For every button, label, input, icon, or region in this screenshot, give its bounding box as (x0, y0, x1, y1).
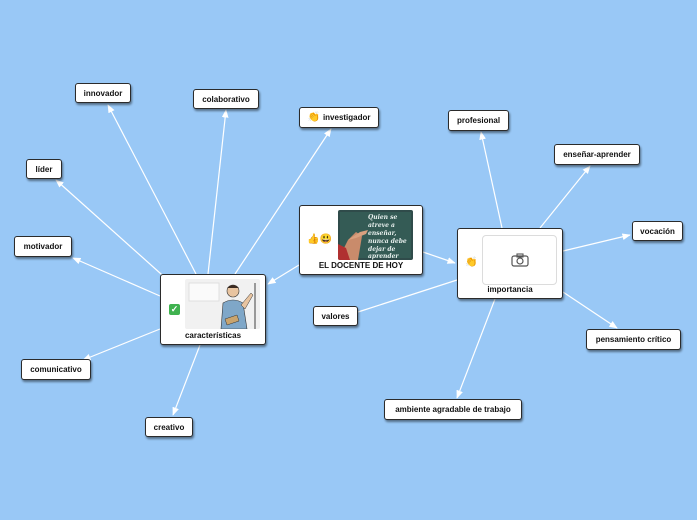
hand-icon: 👏 (307, 112, 320, 123)
importancia-node[interactable]: 👏 importancia (457, 228, 563, 299)
node-profesional[interactable]: profesional (448, 110, 509, 131)
link-comunicativo (82, 328, 161, 361)
node-pensamiento-critico[interactable]: pensamiento crítico (586, 329, 681, 350)
caracteristicas-label: características (184, 331, 242, 340)
svg-text:Quien se: Quien se (368, 214, 398, 221)
link-colaborativo (207, 109, 229, 275)
central-label: EL DOCENTE DE HOY (318, 261, 404, 270)
check-icon: ✓ (169, 304, 180, 315)
image-placeholder (482, 235, 557, 285)
node-valores[interactable]: valores (313, 306, 358, 326)
node-investigador[interactable]: 👏investigador (299, 107, 379, 128)
link-creativo (172, 344, 201, 416)
link-profesional (479, 131, 503, 229)
thumbs-up-smile-icon: 👍😃 (307, 234, 332, 245)
node-lider[interactable]: líder (26, 159, 62, 179)
camera-icon (511, 253, 529, 267)
link-pensamiento-critico (562, 291, 618, 329)
link-vocacion (562, 233, 631, 252)
node-colaborativo[interactable]: colaborativo (193, 89, 259, 109)
link-lider (55, 179, 171, 283)
svg-text:enseñar,: enseñar, (368, 230, 396, 237)
link-ambiente-agradable (456, 298, 496, 399)
node-vocacion[interactable]: vocación (632, 221, 683, 241)
link-valores (357, 279, 458, 313)
node-innovador[interactable]: innovador (75, 83, 131, 103)
link-motivador (72, 257, 161, 297)
central-to-caracteristicas (267, 264, 300, 285)
node-ambiente-agradable[interactable]: ambiente agradable de trabajo (384, 399, 522, 420)
caracteristicas-node[interactable]: ✓ características (160, 274, 266, 345)
link-innovador (107, 104, 197, 275)
svg-text:atreve a: atreve a (368, 222, 395, 229)
node-motivador[interactable]: motivador (14, 236, 72, 257)
svg-text:nunca debe: nunca debe (368, 238, 407, 245)
teacher-illustration (185, 279, 260, 329)
central-node[interactable]: 👍😃 Quien se atreve a enseñar, nunca debe… (299, 205, 423, 275)
importancia-label: importancia (487, 285, 533, 294)
central-to-importancia (422, 251, 456, 264)
node-creativo[interactable]: creativo (145, 417, 193, 437)
link-ensenar-aprender (539, 165, 591, 229)
svg-text:aprender: aprender (368, 253, 399, 260)
chalkboard-photo: Quien se atreve a enseñar, nunca debe de… (338, 210, 413, 260)
node-ensenar-aprender[interactable]: enseñar-aprender (554, 144, 640, 165)
node-comunicativo[interactable]: comunicativo (21, 359, 91, 380)
link-investigador (234, 128, 332, 275)
svg-text:dejar de: dejar de (368, 246, 396, 253)
hand-icon: 👏 (465, 257, 478, 268)
